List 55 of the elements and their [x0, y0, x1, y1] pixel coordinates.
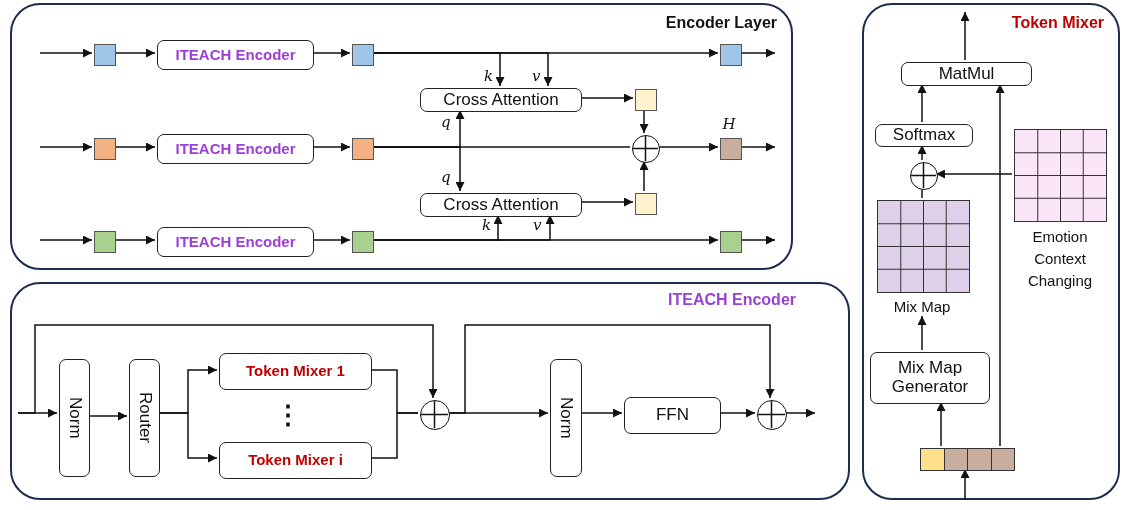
add-circle: [910, 162, 938, 190]
arrow: [917, 315, 927, 351]
token-square: [635, 193, 657, 215]
edge-label: k: [484, 67, 494, 85]
arrow: [960, 468, 970, 501]
token-square: [94, 231, 116, 253]
arrow: [39, 48, 93, 58]
group-panel: [10, 3, 793, 270]
process-box: Mix Map Generator: [870, 352, 990, 404]
arrow: [960, 11, 970, 61]
process-box: Cross Attention: [420, 193, 582, 217]
panel-title: Token Mixer: [1011, 14, 1104, 32]
edge-label: v: [532, 67, 541, 85]
token-square: [635, 89, 657, 111]
process-box: MatMul: [901, 62, 1032, 86]
edge-label: k: [482, 216, 492, 234]
process-box: Router: [129, 359, 160, 477]
edge-label: q: [441, 168, 451, 186]
group-panel: [862, 3, 1120, 500]
token-square: [720, 44, 742, 66]
panel-title: Encoder Layer: [665, 14, 777, 32]
process-box: Norm: [550, 359, 582, 477]
ellipsis-label: ⋮: [275, 399, 301, 432]
matrix-grid: [1014, 129, 1107, 222]
token-sequence-bar: [920, 448, 1015, 471]
arrow: [39, 235, 93, 245]
token-square: [720, 138, 742, 160]
token-square: [352, 138, 374, 160]
add-circle: [420, 400, 450, 430]
edge-label: q: [441, 113, 451, 131]
process-box: FFN: [624, 397, 721, 434]
process-box: Token Mixer 1: [219, 353, 372, 390]
process-box: Cross Attention: [420, 88, 582, 112]
arrow: [17, 324, 438, 414]
panel-title: ITEACH Encoder: [668, 291, 796, 309]
process-box: Token Mixer i: [219, 442, 372, 479]
process-box: ITEACH Encoder: [157, 227, 314, 257]
node-caption: H: [721, 114, 737, 135]
token-square: [720, 231, 742, 253]
token-square: [352, 44, 374, 66]
token-square: [94, 138, 116, 160]
process-box: Softmax: [875, 124, 973, 147]
process-box: ITEACH Encoder: [157, 134, 314, 164]
add-circle: [632, 135, 660, 163]
edge-label: v: [533, 216, 542, 234]
token-square: [94, 44, 116, 66]
node-caption: Mix Map: [892, 297, 952, 317]
arrow: [39, 142, 93, 152]
process-box: Norm: [59, 359, 90, 477]
matrix-grid: [877, 200, 970, 293]
process-box: ITEACH Encoder: [157, 40, 314, 70]
token-square: [352, 231, 374, 253]
add-circle: [757, 400, 787, 430]
node-caption: Emotion Context Changing: [1026, 227, 1094, 291]
group-panel: [10, 282, 850, 500]
